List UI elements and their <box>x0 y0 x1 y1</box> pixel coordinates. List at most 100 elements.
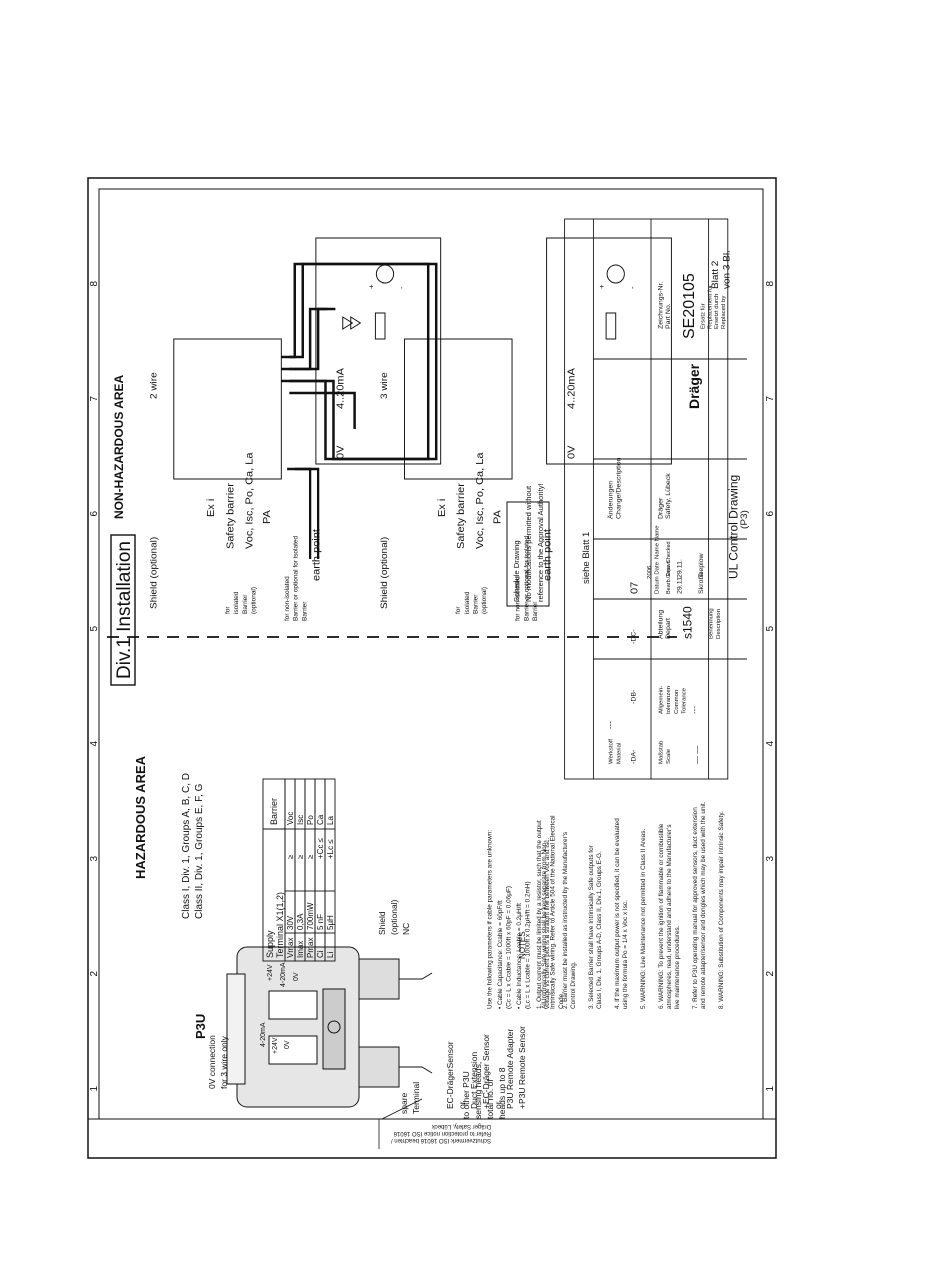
zone-label-2: -DC- <box>631 629 638 644</box>
non-hazardous-title: NON-HAZARDOUS AREA <box>112 374 126 519</box>
sensor-option-1: or <box>457 1101 467 1109</box>
param-row-1 <box>294 778 306 962</box>
note-2-line-1: Control Drawing. <box>570 961 577 1009</box>
div-title-box <box>110 534 136 686</box>
cable-note-5: All Intrinsically Safe wiring shall be k… <box>541 841 548 1009</box>
param-op-0: ≥ <box>286 854 295 859</box>
grid-number-1: 1 <box>89 1086 100 1092</box>
p3u-unit-drawing <box>226 946 433 1149</box>
spare-line-0: spare <box>399 1092 409 1114</box>
grid-number-bottom-2: 2 <box>765 971 776 977</box>
shield-label: Shield (optional) <box>379 537 390 609</box>
cable-note-4: (Lc = L x Lcable = 1000ft x 0.2μH/ft = 0… <box>524 881 531 1009</box>
grid-number-bottom-1: 1 <box>765 1086 776 1092</box>
earth-point-label: earth point <box>311 529 323 581</box>
wire-earth <box>295 467 320 559</box>
earth-point-label: earth point <box>542 529 554 581</box>
note-1-line-1: voltage vs current plot is a straight li… <box>544 838 551 1009</box>
tolerance-value: --- <box>690 706 699 714</box>
grid-number-bottom-3: 3 <box>765 856 776 862</box>
role-1: Gepr. Checked <box>666 541 672 578</box>
sensor-option-0: EC-DrägerSensor <box>445 1041 455 1109</box>
non-isolated-note-0: for non-isolated <box>284 576 291 621</box>
title-block-frame <box>564 218 729 780</box>
revision-value: 07 <box>629 582 641 594</box>
safety-barrier-box <box>173 338 282 480</box>
company-line-0: Dräger <box>658 497 665 519</box>
cable-note-0: Use the following parameters if cable pa… <box>487 830 494 1009</box>
barrier-params: Voc, Isc, Po, Ca, La <box>244 453 256 549</box>
replacement-0: Ersatz für <box>701 303 707 329</box>
grid-number-bottom-8: 8 <box>765 281 776 287</box>
material-label-de: Werkstoff <box>609 739 615 764</box>
note-8-line-0: 8. WARNING: Substitution of Components m… <box>718 811 725 1009</box>
ex-i-label: Ex i <box>436 499 448 517</box>
terminal-ma-right: 4-20mA <box>280 962 287 987</box>
param-name-3: Ci <box>316 950 325 958</box>
ma-label: 4..20mA <box>335 367 347 409</box>
voltage-source <box>606 264 625 284</box>
copyright-notice: Schutzvermerk ISO 16016 beachten /Refer … <box>391 1123 491 1143</box>
param-name-1: Imax <box>296 941 305 958</box>
sensor-option-4: or <box>493 1101 503 1109</box>
schedule-box <box>506 501 550 607</box>
date-0: 29.11. <box>677 575 684 594</box>
col-name-header: Name Name <box>655 525 661 559</box>
grid-number-2: 2 <box>89 971 100 977</box>
description-label-de: Benennung <box>709 608 715 639</box>
note-6-line-2: live maintenance procedures. <box>674 925 681 1009</box>
param-value-4: 5μH <box>326 915 335 930</box>
terminal-ov-left: 0V <box>284 1040 291 1049</box>
param-value-2: 700mW <box>306 902 315 930</box>
outer-border <box>87 177 777 1159</box>
sheet-total: von 3 Bl. <box>722 250 733 289</box>
note-4-line-1: using the formula Po = 1/4 x Voc x Isc. <box>622 900 629 1009</box>
diode <box>350 316 362 330</box>
replacement-1: Replacement for <box>708 285 714 329</box>
non-isolated-note-1: Barrier or optional for isolated <box>523 535 530 621</box>
wire-third <box>289 391 356 429</box>
param-op-4: +Lc ≤ <box>326 839 335 859</box>
grid-number-6: 6 <box>89 511 100 517</box>
tolerance-label-0: Allgemein- <box>659 686 665 714</box>
barrier-note-0: for <box>455 606 462 614</box>
param-barrier-4: La <box>326 816 335 825</box>
cable-notes: Use the following parameters if cable pa… <box>487 815 565 1009</box>
ov-label: 0V <box>335 445 347 459</box>
param-name-2: Pmax <box>306 938 315 958</box>
year-value: 2006 <box>647 565 653 579</box>
notes-list: 1. Output current must be limited by a r… <box>536 801 725 1009</box>
barrier-note-3: (optional) <box>481 587 488 614</box>
replacement-2: Ersetzt durch <box>714 294 720 329</box>
zero-v-line-1: for 3 wire only <box>219 1035 229 1089</box>
notes-title: NOTES <box>518 931 527 959</box>
schedule-line-2: reference to the Approval Authority! <box>536 483 545 602</box>
copyright-line-2: Dräger Safety, Lübeck <box>431 1123 491 1129</box>
tolerance-label-3: Tolerance <box>682 688 688 714</box>
replacement-3: Replaced by <box>721 296 727 329</box>
barrier-note-1: isolated <box>464 591 471 614</box>
barrier-note-0: for <box>225 606 232 614</box>
param-value-3: 5 nF <box>316 914 325 930</box>
class-line-1: Class I, Div. 1, Groups A, B, C, D <box>181 773 192 919</box>
ex-i-label: Ex i <box>205 499 217 517</box>
hazardous-title: HAZARDOUS AREA <box>133 755 148 879</box>
param-barrier-2: Po <box>306 815 315 825</box>
wire-loop-signal <box>289 307 336 371</box>
col-date-header: Datum Date <box>655 562 661 594</box>
param-op-1: ≥ <box>296 854 305 859</box>
grid-number-5: 5 <box>89 626 100 632</box>
param-barrier-0: Voc <box>286 812 295 825</box>
zone-label-1: -DB- <box>631 690 638 704</box>
barrier-note-3: (optional) <box>251 587 258 614</box>
cable-note-7: Code. <box>558 992 565 1009</box>
sensor-option-5: P3U Remote Adapter <box>505 1029 515 1109</box>
company-line-1: Safety, Lübeck <box>665 473 672 519</box>
cable-note-2: (Cc = L x Ccable = 1000ft x 60pF = 0.06μ… <box>506 886 513 1009</box>
name-1: Treplow <box>698 553 705 578</box>
